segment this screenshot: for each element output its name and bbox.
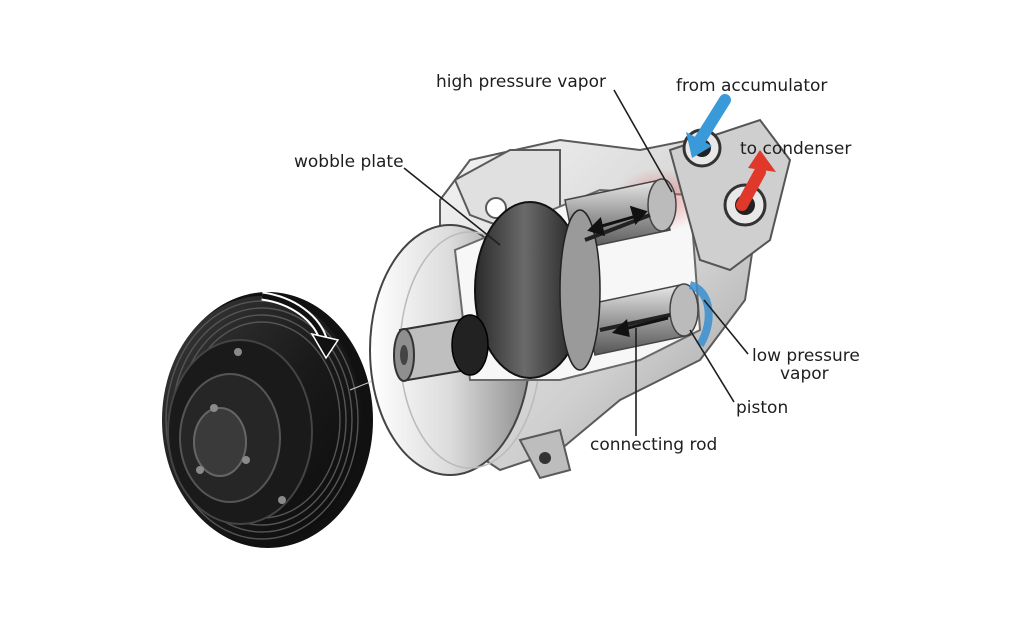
outlet-arrow-icon <box>736 150 776 211</box>
leader-wobble-plate <box>403 167 501 246</box>
piston-motion-arrows <box>587 205 669 337</box>
inlet-arrow-icon <box>686 94 731 158</box>
clutch-pulley <box>162 292 373 548</box>
label-high-pressure-vapor: high pressure vapor <box>436 72 606 92</box>
leader-piston <box>689 329 735 403</box>
label-low-pressure-vapor-line2: vapor <box>780 364 829 384</box>
pulley-bolts <box>196 348 286 504</box>
label-from-accumulator: from accumulator <box>676 76 828 96</box>
label-low-pressure-vapor-line1: low pressure <box>752 346 860 366</box>
label-wobble-plate: wobble plate <box>294 152 404 172</box>
rotation-arrow-icon <box>261 291 340 360</box>
leader-high-pressure <box>613 89 673 193</box>
leader-lines <box>403 89 749 436</box>
leader-low-pressure <box>703 299 749 355</box>
wobble-plate <box>474 201 601 379</box>
drive-shaft <box>393 314 489 382</box>
label-to-condenser: to condenser <box>740 139 852 159</box>
cutaway-interior <box>453 168 713 381</box>
label-connecting-rod: connecting rod <box>590 435 718 455</box>
label-piston: piston <box>736 398 789 418</box>
